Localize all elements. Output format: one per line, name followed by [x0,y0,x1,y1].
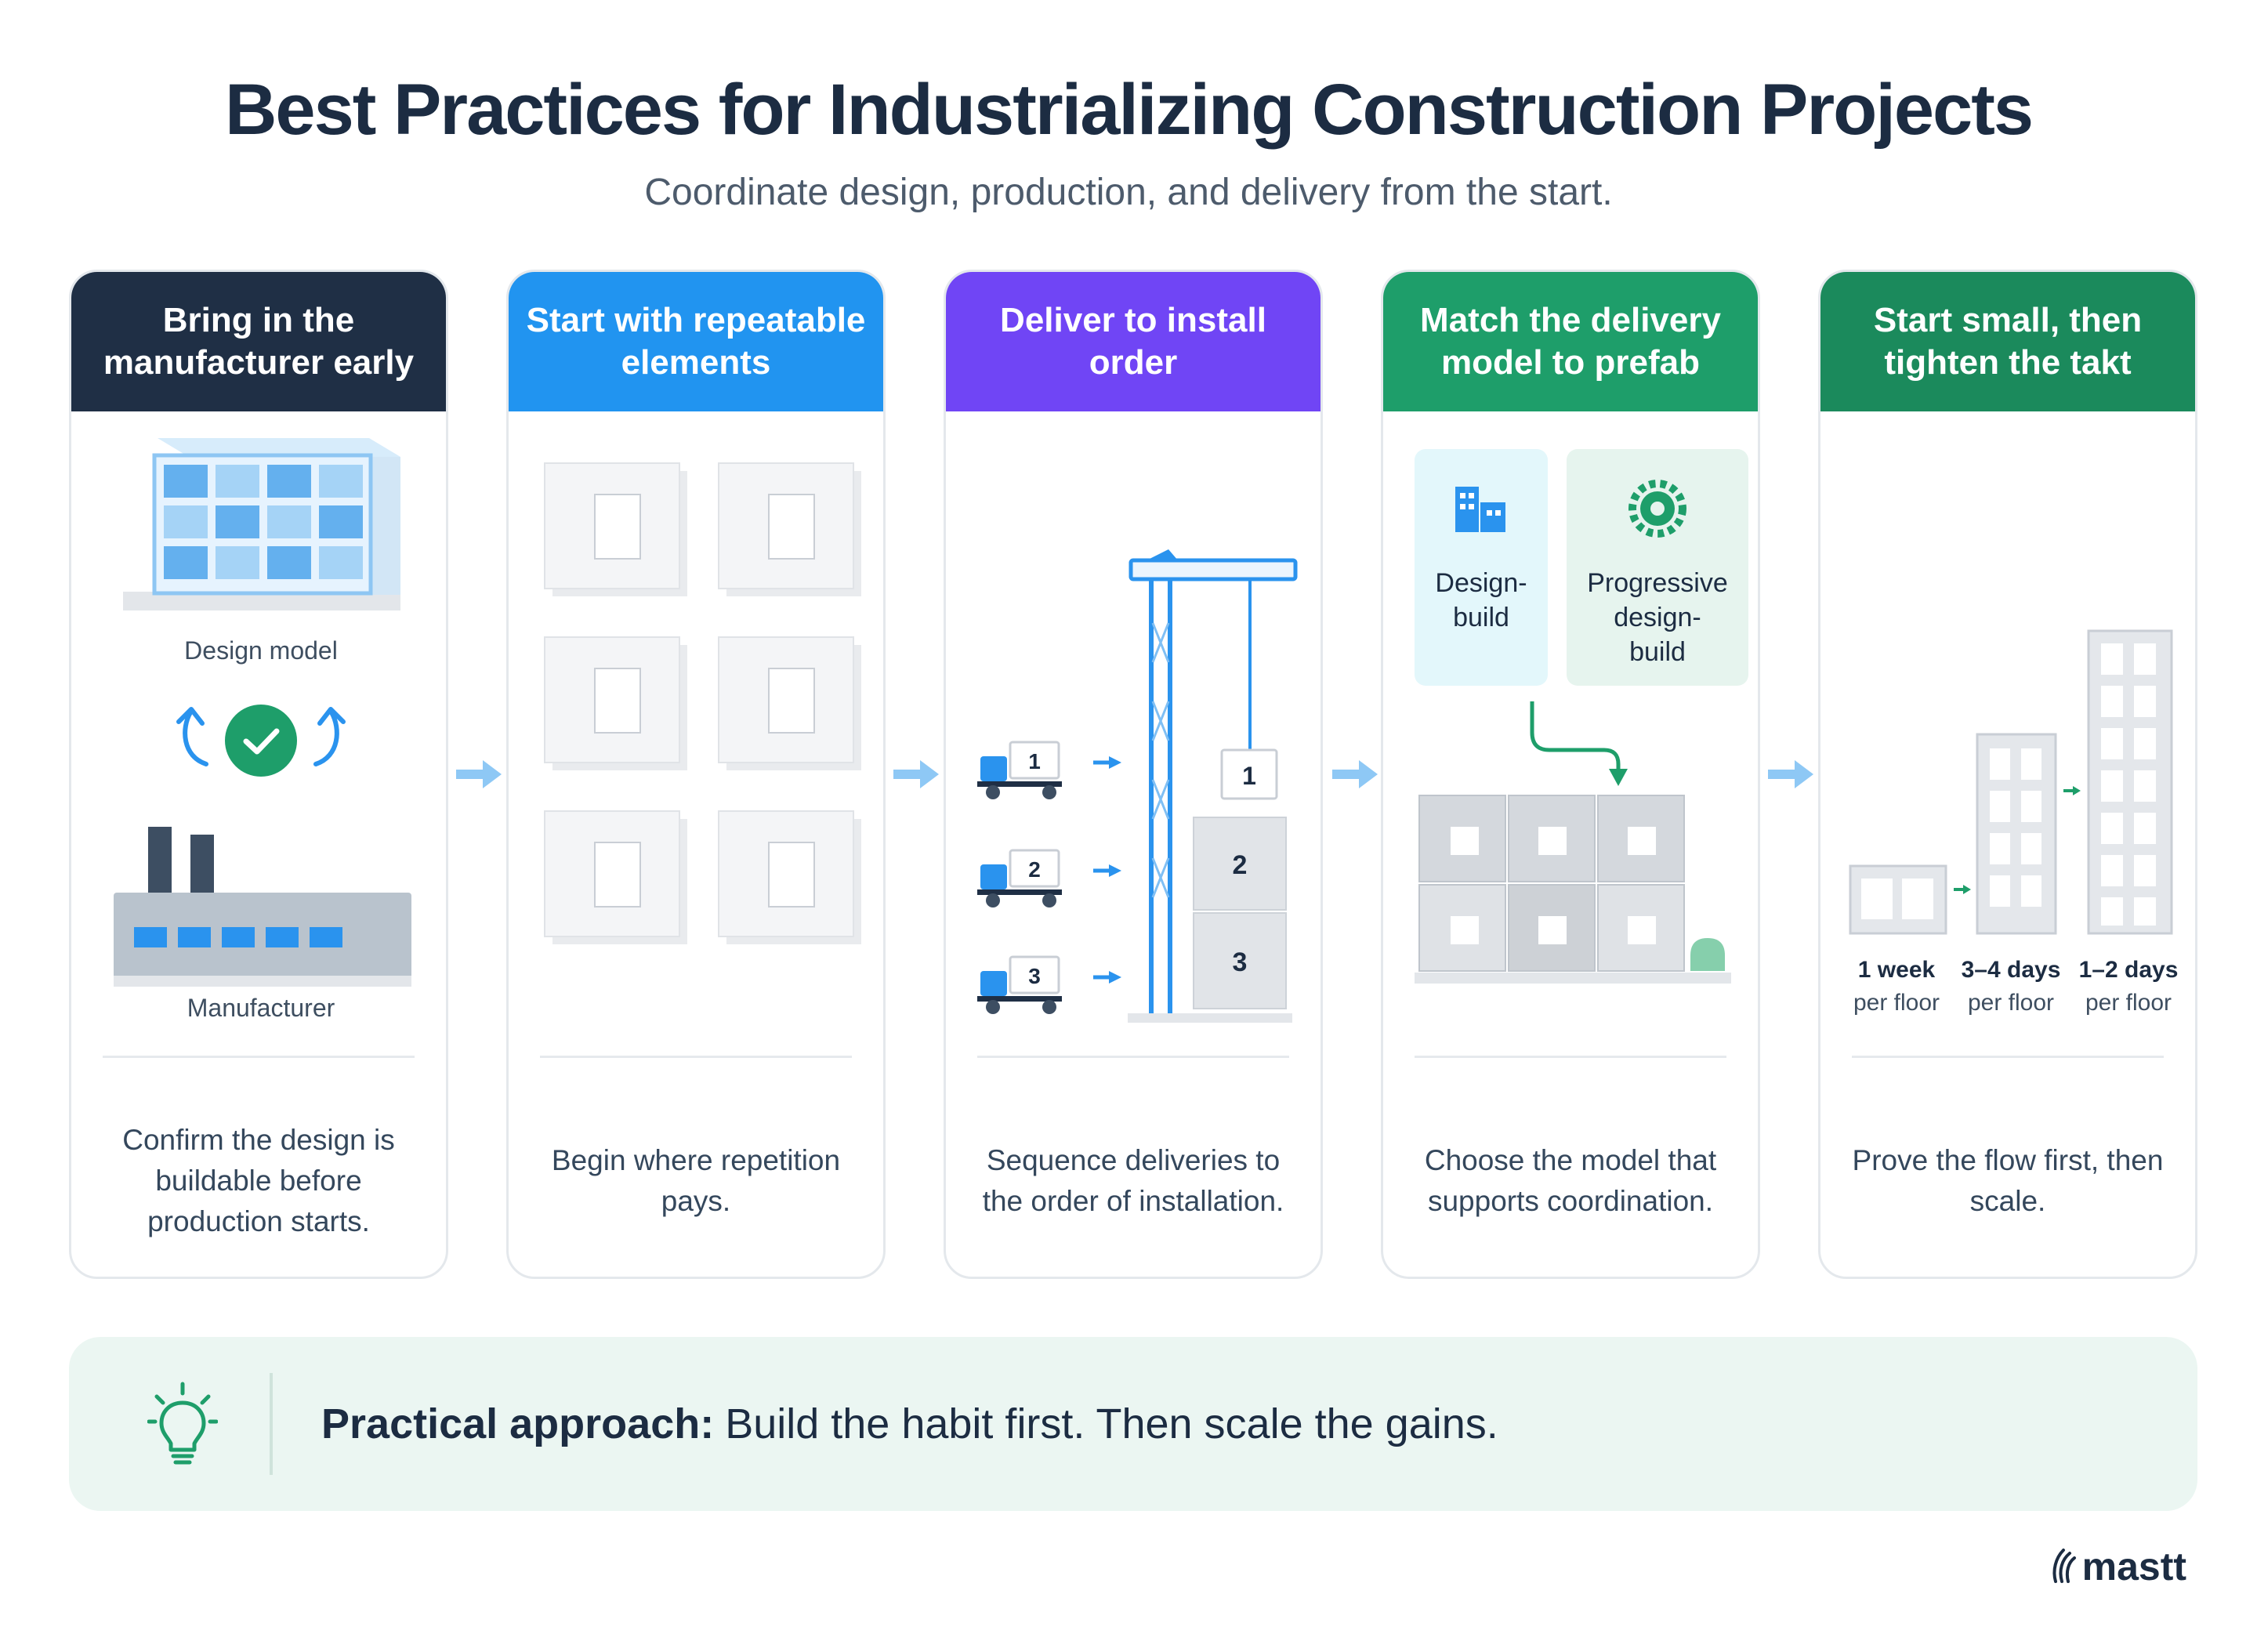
delivery-truck-1: 1 [977,741,1121,799]
module-stack: 1 2 3 [1193,748,1287,1009]
card-title: Deliver to install order [946,272,1321,411]
delivery-truck-3: 3 [977,955,1121,1014]
design-build-label: Design-build [1435,568,1527,632]
panel-grid [544,462,861,944]
banner-divider [270,1373,273,1475]
design-manufacturer-illustration: Design model Manufacturer [114,438,411,1022]
page-title: Best Practices for Industrializing Const… [224,70,2034,150]
design-build-option: Design-build [1415,449,1548,686]
selection-arrow-icon [1530,701,1621,772]
takt-duration: 1–2 days [2079,957,2179,983]
design-model-building [152,453,373,596]
small-building [1849,864,1947,935]
card-manufacturer-early: Bring in the manufacturer early Design m… [69,270,448,1279]
truck-label: 2 [1028,857,1041,882]
truck-label: 3 [1028,964,1041,988]
stack-label: 2 [1233,850,1248,880]
banner-message: Build the habit first. Then scale the ga… [725,1400,1498,1447]
factory-icon [114,827,411,987]
takt-unit: per floor [1853,990,1940,1016]
banner-text: Practical approach: Build the habit firs… [321,1337,1498,1511]
card-description: Prove the flow first, then scale. [1852,1144,2164,1217]
card-divider [977,1056,1289,1058]
office-building-icon [1455,487,1505,532]
card-title: Start small, then tighten the takt [1820,272,2195,411]
lightbulb-icon [147,1382,218,1465]
card-takt: Start small, then tighten the takt 1 wee… [1818,270,2197,1279]
card-divider [103,1056,415,1058]
card-repeatable-elements: Start with repeatable elements Begin whe… [506,270,886,1279]
card-description: Confirm the design is buildable before p… [122,1124,395,1237]
truck-label: 1 [1028,749,1041,773]
card-divider [540,1056,852,1058]
practical-approach-banner: Practical approach: Build the habit firs… [69,1337,2197,1511]
step-arrow-icon [1954,885,1971,894]
tower-crane [1128,549,1298,1023]
takt-unit: per floor [2085,990,2172,1016]
card-title: Match the delivery model to prefab [1383,272,1758,411]
card-description: Begin where repetition pays. [551,1144,841,1217]
manufacturer-label: Manufacturer [187,994,335,1022]
modular-building [1415,795,1731,984]
gear-icon [1628,480,1686,538]
card-install-order: Deliver to install order 1 2 3 1 [944,270,1323,1279]
flow-arrow-icon [1768,760,1813,788]
step-arrow-icon [2063,786,2081,795]
repeatable-panels-illustration [544,462,861,944]
stack-label: 3 [1233,947,1248,977]
takt-buildings-illustration: 1 week per floor 3–4 days per floor 1–2 … [1849,629,2179,1016]
design-model-label: Design model [184,636,338,665]
cycle-arrow-right-icon [313,710,339,766]
takt-duration: 3–4 days [1962,957,2061,983]
card-divider [1852,1056,2164,1058]
flow-arrow-icon [456,760,502,788]
delivery-truck-2: 2 [977,849,1121,908]
tall-building [2087,629,2173,935]
flow-arrow-icon [1332,760,1378,788]
mastt-logo-icon [2052,1549,2076,1583]
card-title: Bring in the manufacturer early [71,272,446,411]
check-circle-icon [225,705,297,777]
takt-duration: 1 week [1858,957,1936,983]
card-delivery-model: Match the delivery model to prefab Desig… [1381,270,1760,1279]
mastt-logo-text: mastt [2081,1545,2186,1589]
medium-building [1976,733,2057,935]
banner-label: Practical approach: [321,1400,715,1447]
card-title: Start with repeatable elements [509,272,883,411]
page-subtitle: Coordinate design, production, and deliv… [644,172,1613,213]
cycle-arrow-left-icon [183,710,208,766]
card-description: Sequence deliveries to the order of inst… [982,1144,1284,1217]
crane-delivery-illustration: 1 2 3 1 2 3 [977,549,1298,1023]
stack-label: 1 [1242,762,1256,790]
flow-arrow-icon [893,760,939,788]
mastt-logo: mastt [2051,1544,2186,1589]
card-divider [1415,1056,1726,1058]
card-description: Choose the model that supports coordinat… [1424,1144,1717,1217]
takt-unit: per floor [1968,990,2054,1016]
